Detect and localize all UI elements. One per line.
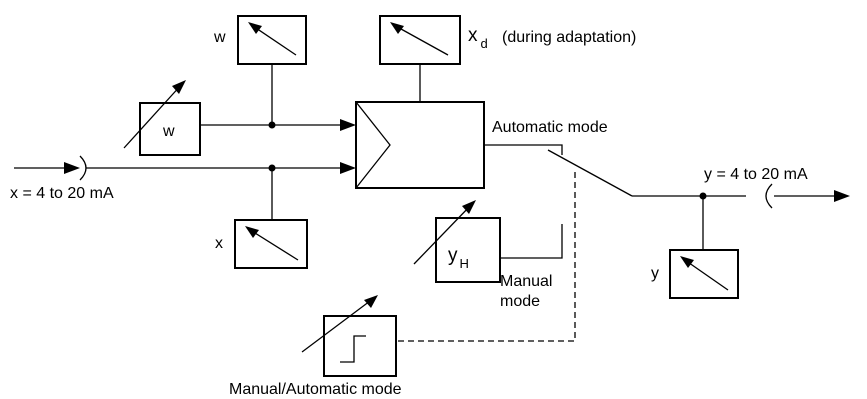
- controller-block: [355, 64, 485, 189]
- x-indicator-meter: x: [215, 219, 308, 269]
- xd-note: (during adaptation): [502, 29, 636, 46]
- manual-mode-label-line1: Manual: [500, 273, 552, 290]
- output-signal-label: y = 4 to 20 mA: [704, 166, 808, 183]
- setpoint-line-w: [200, 65, 356, 131]
- w-indicator-label: w: [213, 29, 226, 46]
- y-indicator-meter: y: [651, 249, 739, 299]
- input-signal-label: x = 4 to 20 mA: [10, 185, 114, 202]
- x-indicator-label: x: [215, 235, 223, 252]
- mode-switch: [547, 149, 746, 197]
- w-indicator-meter: w: [213, 15, 307, 65]
- manual-auto-label: Manual/Automatic mode: [229, 381, 402, 398]
- w-setpoint-source: w: [123, 80, 201, 156]
- yh-manual-source: [435, 217, 501, 283]
- x-input-arrowhead: [340, 162, 356, 174]
- manual-mode-label-line2: mode: [500, 293, 540, 310]
- output-signal-y: y = 4 to 20 mA: [699, 166, 850, 250]
- input-signal-x: x = 4 to 20 mA: [10, 155, 356, 202]
- y-indicator-label: y: [651, 265, 659, 282]
- automatic-mode-label: Automatic mode: [492, 119, 608, 136]
- manual-auto-selector: Manual/Automatic mode: [229, 172, 576, 398]
- automatic-path: Automatic mode: [484, 119, 608, 155]
- w-source-label: w: [162, 123, 175, 140]
